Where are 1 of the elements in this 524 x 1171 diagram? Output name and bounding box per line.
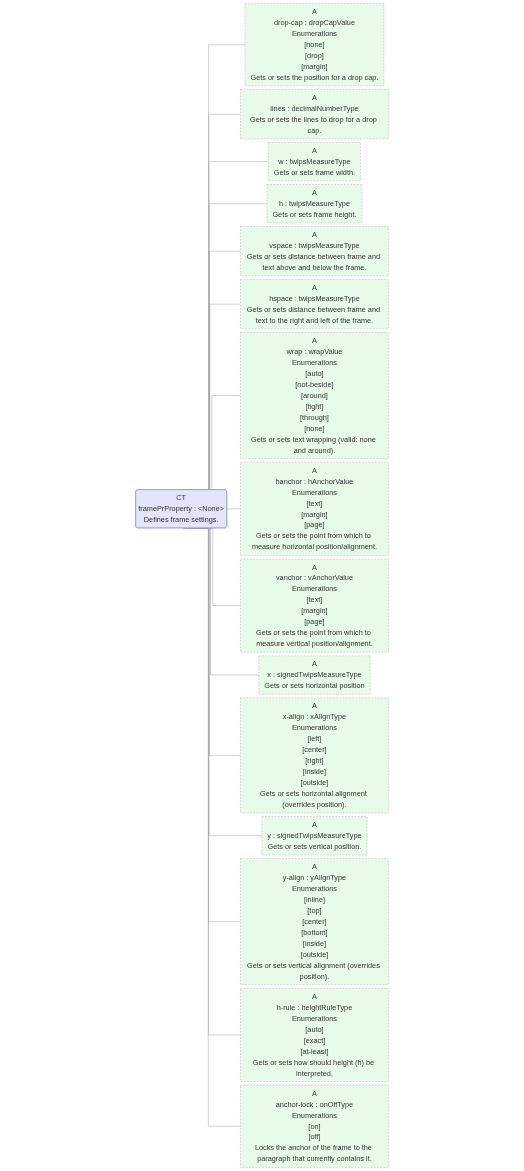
connector xyxy=(226,508,241,510)
